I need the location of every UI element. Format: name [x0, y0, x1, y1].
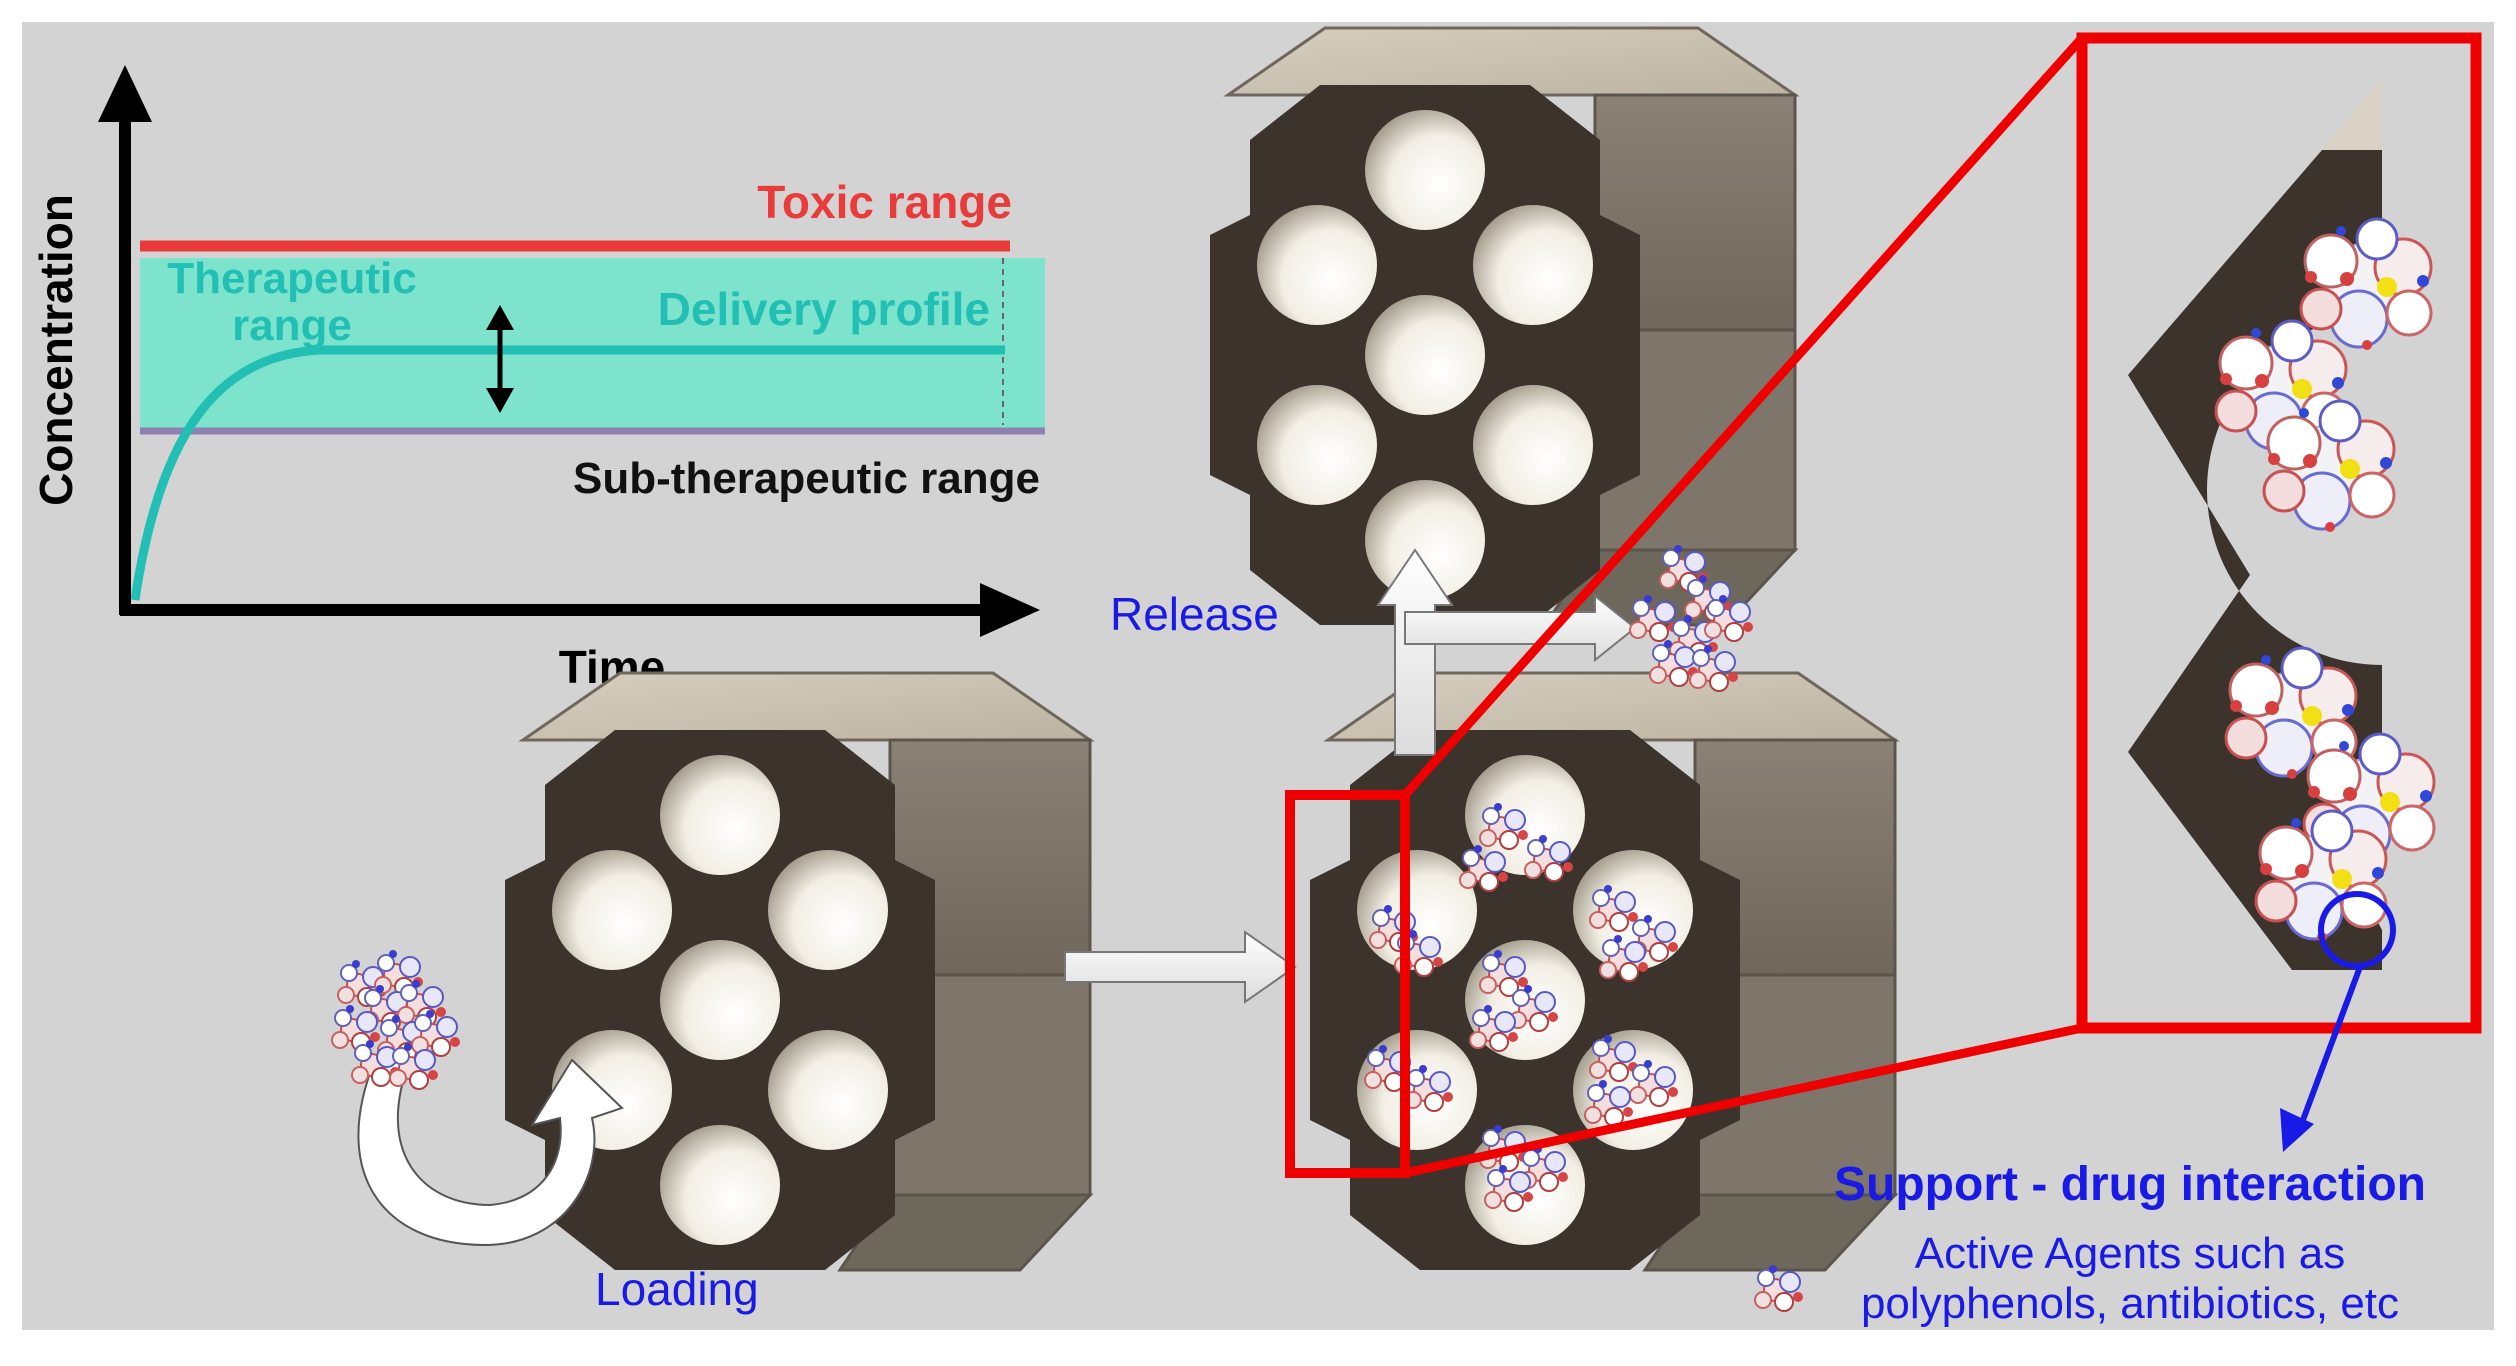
zoom-inset-frame: [2076, 32, 2482, 1034]
release-right-arrow-icon: [1404, 593, 1637, 663]
therapeutic-range-label-line1: Therapeutic: [167, 254, 416, 303]
loading-label: Loading: [595, 1263, 759, 1315]
loading-arrow-icon: [357, 1058, 624, 1247]
support-drug-interaction-label: Support - drug interaction: [1834, 1158, 2426, 1211]
delivery-profile-curve: [130, 345, 1005, 601]
zoom-connector-bottom: [1404, 1023, 2083, 1178]
active-agents-legend-line2: polyphenols, antibiotics, etc: [1861, 1279, 2399, 1328]
sub-therapeutic-range-label: Sub-therapeutic range: [573, 454, 1040, 503]
empty-support-block: [503, 671, 1092, 1272]
release-label: Release: [1110, 588, 1279, 640]
x-axis-arrow-icon: [980, 583, 1040, 637]
interaction-pointer-arrow-icon: [2280, 1108, 2314, 1152]
loading-to-loaded-arrow-icon: [1064, 930, 1297, 1004]
y-axis-label: Concentration: [30, 194, 82, 506]
release-up-arrow-icon: [1376, 548, 1454, 756]
delivery-profile-label: Delivery profile: [658, 283, 990, 335]
therapeutic-window-band: [140, 258, 1045, 431]
fluctuation-double-arrow-icon: [486, 305, 514, 413]
interaction-highlight-circle: [2318, 891, 2396, 969]
interaction-pointer-line: [2297, 965, 2363, 1130]
pore-zoom-inset: [2082, 38, 2476, 1028]
y-axis-arrow-icon: [98, 65, 152, 122]
release-profile-graph: Concentration Time Toxic range Therapeut…: [30, 65, 1045, 693]
released-support-block: [1208, 26, 1797, 627]
toxic-range-label: Toxic range: [757, 176, 1012, 228]
zoom-connector-top: [1401, 35, 2086, 798]
active-agents-legend-line1: Active Agents such as: [1915, 1229, 2345, 1278]
therapeutic-range-label-line2: range: [232, 301, 352, 350]
zoom-selection-box: [1285, 790, 1410, 1178]
loaded-support-block: [1308, 671, 1897, 1272]
